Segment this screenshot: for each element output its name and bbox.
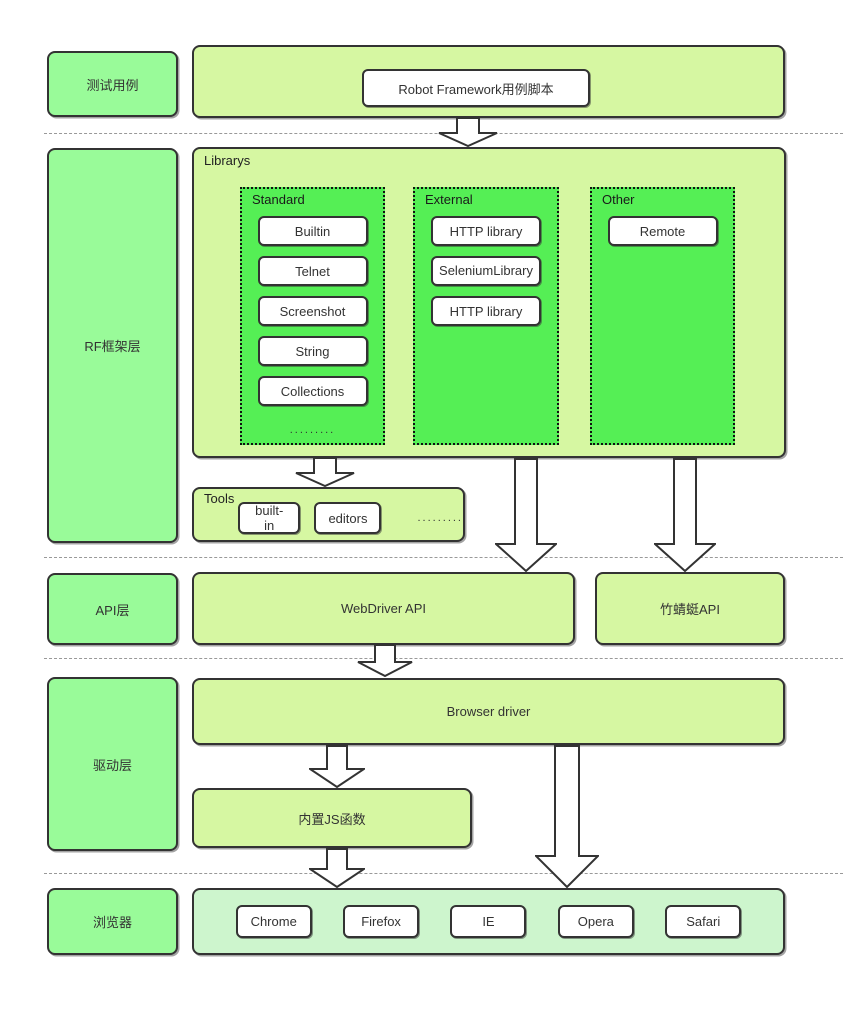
- browser-item: Firefox: [343, 905, 420, 938]
- test-case-panel: Robot Framework用例脚本: [192, 45, 785, 118]
- layer-label-browser: 浏览器: [47, 888, 178, 955]
- layer-separator: [44, 557, 843, 558]
- lib-item: HTTP library: [431, 296, 541, 326]
- zhuqingting-api-label: 竹蜻蜓API: [660, 602, 720, 617]
- browser-item: Safari: [665, 905, 742, 938]
- tools-panel: Tools built-in editors .........: [192, 487, 465, 542]
- browser-item: Opera: [557, 905, 634, 938]
- arrow-librarys-to-zhuqingting: [654, 458, 716, 572]
- layer-label-text: 浏览器: [92, 915, 132, 930]
- arrow-driver-to-browsers: [535, 745, 599, 888]
- lib-item: SeleniumLibrary: [431, 256, 541, 286]
- layer-label-test-cases: 测试用例: [47, 51, 178, 117]
- browser-item: Chrome: [235, 905, 312, 938]
- group-other-title: Other: [602, 192, 635, 207]
- group-standard: Standard Builtin Telnet Screenshot Strin…: [240, 187, 385, 445]
- tool-item: editors: [314, 502, 382, 534]
- tools-items: built-in editors .........: [238, 502, 463, 534]
- arrow-librarys-to-webdriver: [495, 458, 557, 572]
- group-other: Other Remote: [590, 187, 735, 445]
- robot-framework-script-label: Robot Framework用例脚本: [398, 81, 554, 97]
- builtin-js-label: 内置JS函数: [298, 811, 366, 827]
- group-standard-title: Standard: [252, 192, 305, 207]
- tool-item: built-in: [238, 502, 301, 534]
- browser-item: IE: [450, 905, 527, 938]
- layer-label-driver: 驱动层: [47, 677, 178, 851]
- browser-driver-label: Browser driver: [446, 704, 531, 719]
- browser-items: Chrome Firefox IE Opera Safari: [194, 890, 783, 953]
- zhuqingting-api-box: 竹蜻蜓API: [595, 572, 785, 645]
- ellipsis-text: .........: [417, 512, 463, 524]
- robot-framework-script-box: Robot Framework用例脚本: [362, 69, 590, 107]
- layer-label-rf-framework: RF框架层: [47, 148, 178, 543]
- layer-label-text: API层: [95, 602, 130, 618]
- lib-item: String: [257, 336, 368, 366]
- arrow-webdriver-to-driver: [357, 644, 413, 677]
- layer-separator: [44, 658, 843, 659]
- builtin-js-box: 内置JS函数: [192, 788, 472, 848]
- browsers-panel: Chrome Firefox IE Opera Safari: [192, 888, 785, 955]
- lib-item: Remote: [607, 216, 718, 246]
- layer-label-api: API层: [47, 573, 178, 645]
- arrow-js-to-browsers: [309, 848, 365, 888]
- group-external: External HTTP library SeleniumLibrary HT…: [413, 187, 559, 445]
- lib-item: Builtin: [257, 216, 368, 246]
- arrow-script-to-librarys: [438, 117, 498, 147]
- group-other-items: Remote: [592, 216, 733, 246]
- lib-item: Screenshot: [257, 296, 368, 326]
- layer-separator: [44, 873, 843, 874]
- lib-item: HTTP library: [431, 216, 541, 246]
- librarys-panel: Librarys Standard Builtin Telnet Screens…: [192, 147, 786, 458]
- webdriver-api-box: WebDriver API: [192, 572, 575, 645]
- group-standard-items: Builtin Telnet Screenshot String Collect…: [242, 216, 383, 436]
- lib-item: Telnet: [257, 256, 368, 286]
- browser-driver-box: Browser driver: [192, 678, 785, 745]
- layer-label-text: 测试用例: [86, 77, 139, 93]
- group-external-items: HTTP library SeleniumLibrary HTTP librar…: [415, 216, 557, 326]
- arrow-driver-to-js: [309, 745, 365, 788]
- lib-item: Collections: [257, 376, 368, 406]
- arrow-librarys-to-tools: [295, 457, 355, 487]
- webdriver-api-label: WebDriver API: [340, 601, 426, 616]
- ellipsis-text: .........: [289, 424, 336, 436]
- group-external-title: External: [425, 192, 473, 207]
- librarys-title: Librarys: [204, 153, 251, 168]
- tools-title: Tools: [204, 491, 235, 506]
- layer-label-text: 驱动层: [92, 757, 132, 773]
- layer-label-text: RF框架层: [84, 339, 141, 354]
